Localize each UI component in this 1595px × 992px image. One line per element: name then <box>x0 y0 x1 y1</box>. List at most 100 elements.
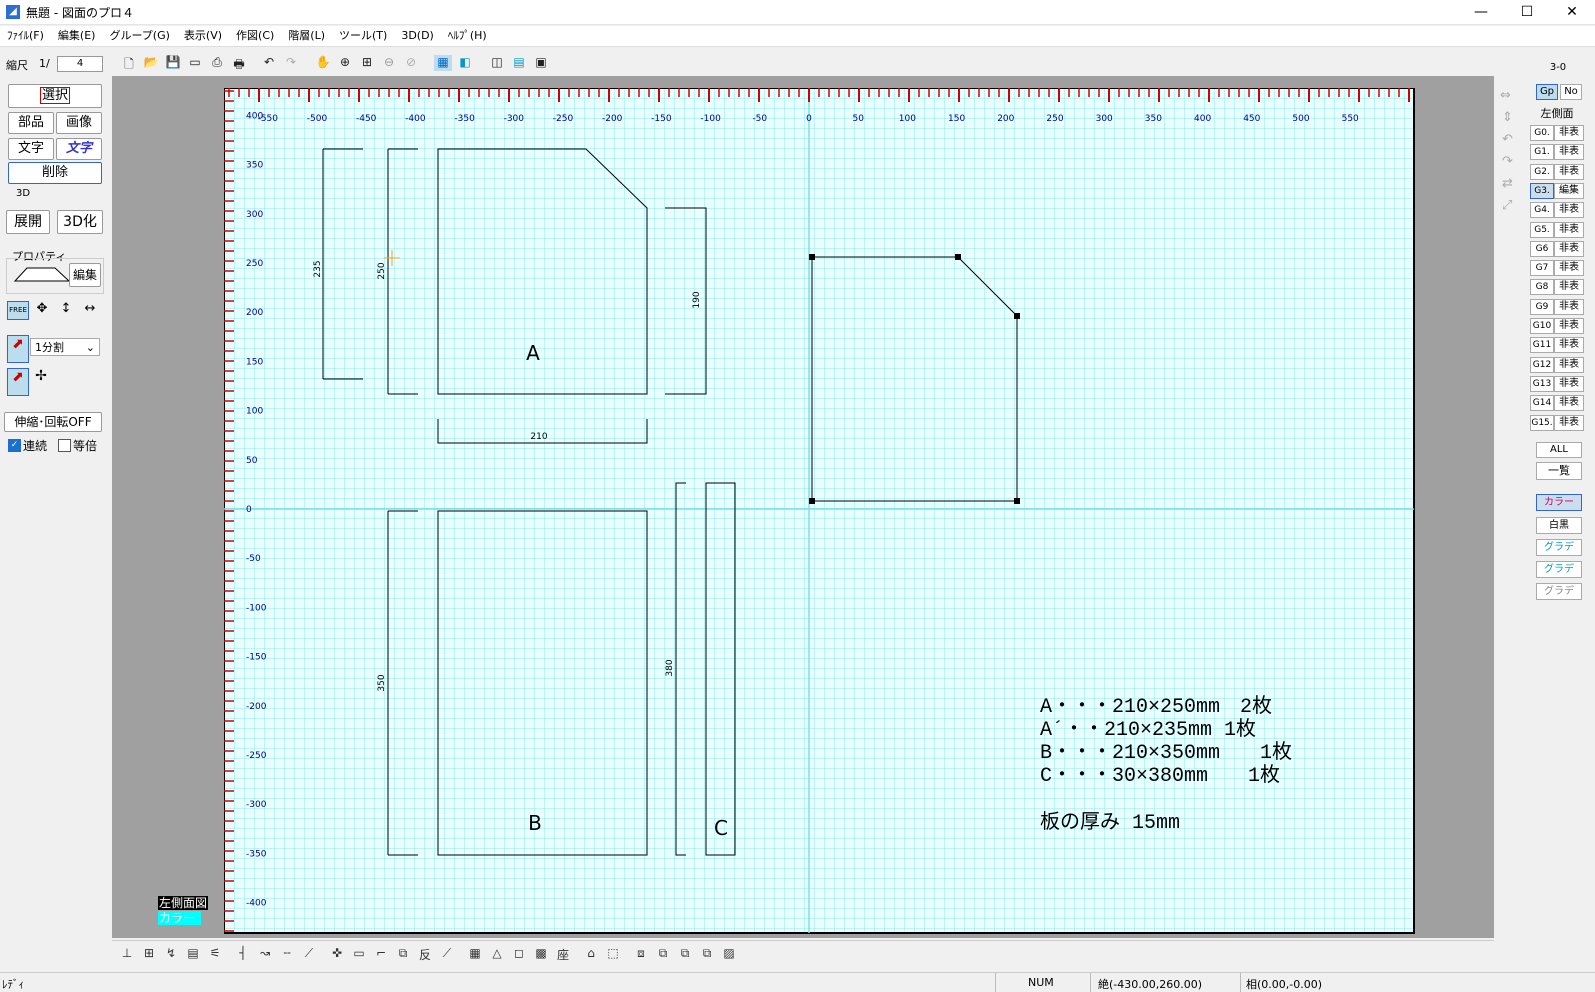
hand-icon[interactable]: ✋ <box>315 55 331 69</box>
gradient-3-button[interactable]: グラデ <box>1536 583 1582 600</box>
vertical-move-icon[interactable]: ↕ <box>60 301 72 316</box>
group-button[interactable]: G14 <box>1530 395 1554 412</box>
group-state-button[interactable]: 非表 <box>1554 221 1584 238</box>
diagonal-icon[interactable]: ⟋ <box>304 946 314 960</box>
reverse-icon[interactable]: 反 <box>418 948 431 962</box>
menu-tools[interactable]: ツール(T) <box>339 29 388 42</box>
image-icon[interactable]: ▨ <box>723 946 735 960</box>
drawing-sheet[interactable]: -550-500-450-400-350-300-250-200-150-100… <box>224 88 1424 938</box>
group-state-button[interactable]: 非表 <box>1554 298 1584 315</box>
undo-icon[interactable]: ↶ <box>263 55 275 69</box>
stretch-rotate-button[interactable]: 伸縮･回転OFF <box>4 412 102 432</box>
expand-icon[interactable]: ⤢ <box>1502 198 1513 213</box>
snap-icon[interactable]: ⬈ <box>7 335 29 363</box>
snap-point-icon[interactable]: ⬈ <box>7 368 29 396</box>
grid-icon[interactable]: ▦ <box>434 55 452 71</box>
color-mode-button[interactable]: カラー <box>1536 494 1582 511</box>
open-folder-icon[interactable]: 📂 <box>143 55 159 69</box>
group-state-button[interactable]: 非表 <box>1554 337 1584 354</box>
vertex-handle[interactable] <box>1014 313 1020 319</box>
close-button[interactable]: ✕ <box>1566 4 1578 20</box>
stack-icon[interactable]: ⧉ <box>702 946 712 960</box>
rect-split-icon[interactable]: ⧉ <box>398 946 408 960</box>
zoom-area-icon[interactable]: ⊞ <box>361 55 373 69</box>
trim-icon[interactable]: ↯ <box>165 946 177 960</box>
rotate-left-icon[interactable]: ↶ <box>1502 132 1513 147</box>
group-state-button[interactable]: 非表 <box>1554 144 1584 161</box>
edit-button[interactable]: 編集 <box>69 263 101 287</box>
continuous-checkbox[interactable]: ✓ <box>8 439 21 452</box>
group-state-button[interactable]: 非表 <box>1554 356 1584 373</box>
frame-icon[interactable]: ◻ <box>514 946 524 960</box>
horizontal-move-icon[interactable]: ↔ <box>84 301 96 316</box>
grid-setting-icon[interactable]: ▤ <box>513 55 525 69</box>
group-state-button[interactable]: 非表 <box>1554 163 1584 180</box>
select-button[interactable]: 選択 <box>8 84 102 108</box>
pattern-icon[interactable]: ▩ <box>535 946 547 960</box>
group-button[interactable]: G12 <box>1530 356 1554 373</box>
all-button[interactable]: ALL <box>1536 442 1582 458</box>
group-state-button[interactable]: 非表 <box>1554 240 1584 257</box>
gradient-2-button[interactable]: グラデ <box>1536 561 1582 578</box>
triangle-icon[interactable]: △ <box>492 946 502 960</box>
group-state-button[interactable]: 編集 <box>1554 182 1584 199</box>
to3d-button[interactable]: 3D化 <box>57 210 103 234</box>
text-button[interactable]: 文字 <box>8 138 54 160</box>
image-button[interactable]: 画像 <box>56 112 102 134</box>
flip-v-icon[interactable]: ⇕ <box>1502 110 1513 125</box>
group-button[interactable]: G10 <box>1530 318 1554 334</box>
settings-icon[interactable]: ▣ <box>535 55 547 69</box>
arrange-icon[interactable]: ⧈ <box>637 946 645 960</box>
selected-polygon[interactable] <box>811 256 1018 502</box>
extend-icon[interactable]: ▤ <box>187 946 199 960</box>
ungroup-icon[interactable]: ⧉ <box>680 946 690 960</box>
group-button[interactable]: G2. <box>1530 163 1554 180</box>
group-button[interactable]: G7 <box>1530 260 1554 277</box>
no-button[interactable]: No <box>1560 84 1582 100</box>
vertex-handle[interactable] <box>1014 498 1020 504</box>
parts-button[interactable]: 部品 <box>8 112 54 134</box>
vertex-handle[interactable] <box>809 498 815 504</box>
group-state-button[interactable]: 非表 <box>1554 414 1584 431</box>
redo-icon[interactable]: ↷ <box>285 55 297 69</box>
group-button[interactable]: G5. <box>1530 221 1554 238</box>
group-button[interactable]: G13 <box>1530 375 1554 392</box>
menu-view[interactable]: 表示(V) <box>183 29 223 42</box>
rotate-right-icon[interactable]: ↷ <box>1502 154 1513 169</box>
chamfer-icon[interactable]: ⚟ <box>209 946 221 960</box>
house-icon[interactable]: ⌂ <box>587 946 595 960</box>
group-state-button[interactable]: 非表 <box>1554 260 1584 277</box>
styled-text-button[interactable]: 文字 <box>56 138 102 160</box>
select-area-icon[interactable]: ⬚ <box>607 946 619 960</box>
vertex-handle[interactable] <box>955 254 961 260</box>
menu-group[interactable]: グループ(G) <box>109 29 170 42</box>
save-icon[interactable]: 💾 <box>165 55 181 69</box>
zoom-out-icon[interactable]: ⊖ <box>383 55 395 69</box>
expand-button[interactable]: 展開 <box>6 210 50 234</box>
list-button[interactable]: 一覧 <box>1536 462 1582 480</box>
new-file-icon[interactable]: 🗋 <box>124 57 134 71</box>
delete-button[interactable]: 削除 <box>8 162 102 184</box>
print-preview-icon[interactable]: ⎙ <box>212 55 222 69</box>
group-button[interactable]: G11 <box>1530 337 1554 354</box>
scale-input[interactable]: 4 <box>57 56 103 72</box>
face-icon[interactable]: ▭ <box>353 946 365 960</box>
print-icon[interactable]: 🖶 <box>233 57 245 71</box>
menu-layer[interactable]: 階層(L) <box>288 29 326 42</box>
group-button[interactable]: G0. <box>1530 125 1554 141</box>
group-state-button[interactable]: 非表 <box>1554 318 1584 334</box>
offset-icon[interactable]: ↝ <box>259 946 271 960</box>
seat-icon[interactable]: 座 <box>556 948 569 962</box>
group-icon[interactable]: ⧉ <box>658 946 668 960</box>
group-button[interactable]: G15. <box>1530 414 1554 431</box>
menu-help[interactable]: ﾍﾙﾌﾟ(H) <box>447 29 487 42</box>
gp-button[interactable]: Gp <box>1536 84 1558 100</box>
group-button[interactable]: G6 <box>1530 240 1554 257</box>
snap-cross-icon[interactable]: ✢ <box>35 368 47 384</box>
group-button[interactable]: G1. <box>1530 144 1554 161</box>
dashed-icon[interactable]: ╌ <box>283 946 291 960</box>
group-button[interactable]: G8 <box>1530 279 1554 296</box>
menu-3d[interactable]: 3D(D) <box>401 29 434 42</box>
vertex-handle[interactable] <box>809 254 815 260</box>
bw-mode-button[interactable]: 白黒 <box>1536 517 1582 534</box>
